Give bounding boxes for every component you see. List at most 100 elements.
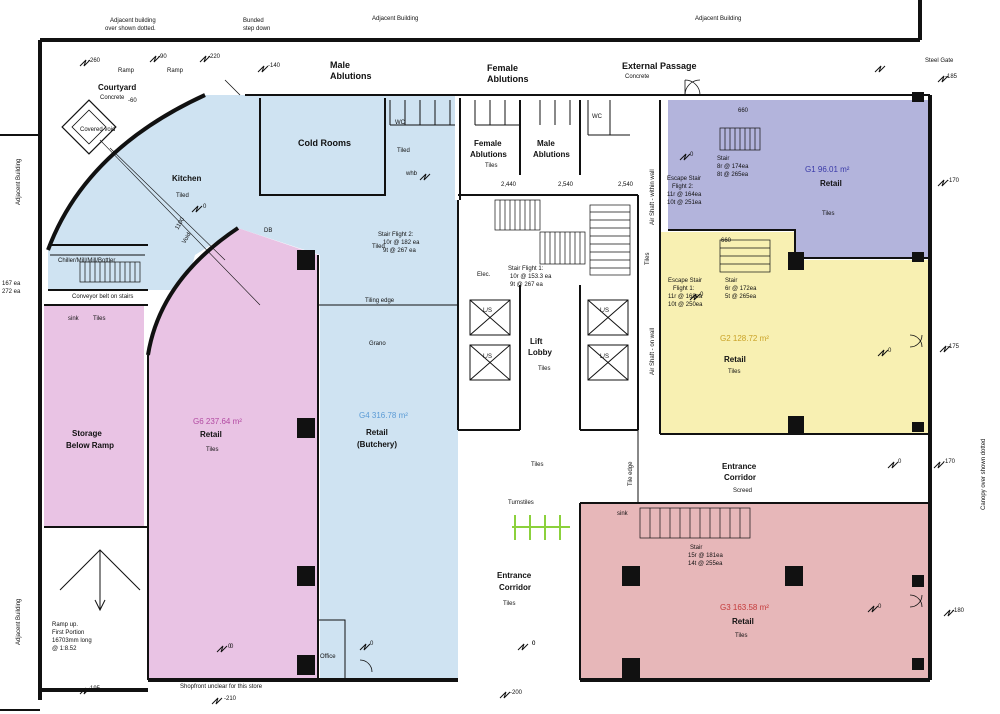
label-steel-gate: Steel Gate — [925, 58, 954, 64]
label-g2-stair-r: 6r @ 172ea — [725, 286, 757, 292]
label-ramp-length: 16703mm long — [52, 638, 92, 644]
zone-retail-g2[interactable] — [660, 232, 928, 434]
level-marker: 0 — [898, 459, 902, 465]
label-tiles-strip: Tiles — [645, 253, 651, 265]
label-lift-2: L/S — [483, 354, 492, 360]
label-elec: Elec. — [477, 272, 491, 278]
label-female-ablutions-2: Ablutions — [470, 150, 507, 159]
label-conveyor-belt: Conveyor belt on stairs — [72, 294, 133, 300]
toilet-cubicles — [389, 100, 630, 136]
level-arrows — [79, 55, 955, 705]
label-external-passage: External Passage — [622, 61, 697, 71]
label-g1-stair: Stair — [717, 156, 729, 162]
label-tiles-sink: Tiles — [93, 316, 105, 322]
label-male-ablutions-top-2: Ablutions — [330, 71, 372, 81]
label-female-ablutions-top: Female — [487, 63, 518, 73]
label-escape-stair-2t: 10t @ 250ea — [668, 302, 703, 308]
label-entrance-corridor-right-2: Corridor — [724, 473, 756, 482]
label-male-ablutions: Male — [537, 139, 555, 148]
label-canopy-over: Canopy over shown dotted — [981, 439, 987, 510]
label-sink-2: sink — [617, 511, 629, 517]
level-markers: -260 -90 -220 -60 -140 -185 -170 -175 -1… — [88, 54, 965, 702]
label-ramp-slope: @ 1:8.52 — [52, 646, 77, 652]
doors — [224, 79, 923, 673]
label-entrance-corridor-right: Entrance — [722, 462, 757, 471]
zone-retail-g1[interactable] — [668, 100, 928, 258]
label-covered-void-note: 1100 — [175, 216, 187, 231]
level-marker: -185 — [945, 74, 958, 80]
label-lift-3: L/S — [600, 308, 609, 314]
level-marker: -170 — [947, 178, 960, 184]
label-kitchen: Kitchen — [172, 174, 201, 183]
label-adjacent-building-top-mid: Adjacent Building — [372, 16, 418, 22]
label-tiled-2: Tiled — [372, 244, 385, 250]
level-marker: -180 — [952, 608, 965, 614]
label-g2-area: G2 128.72 m² — [720, 334, 769, 343]
label-g1-retail: Retail — [820, 179, 842, 188]
label-air-ducts-2: Air Shaft - on wall — [650, 328, 656, 375]
label-first-portion: First Portion — [52, 630, 84, 636]
label-entrance-corridor-mid: Entrance — [497, 571, 532, 580]
label-stair-flight-2-r: 10r @ 182 ea — [383, 240, 420, 246]
label-wc-2: WC — [592, 114, 603, 120]
label-g3-stair: Stair — [690, 545, 702, 551]
label-step-down: step down — [243, 26, 270, 32]
label-g6-tiles: Tiles — [206, 447, 218, 453]
label-office: Office — [320, 654, 336, 660]
level-marker: 0 — [878, 604, 882, 610]
label-g3-retail: Retail — [732, 617, 754, 626]
level-marker: -200 — [510, 690, 523, 696]
label-entrance-corridor-mid-2: Corridor — [499, 583, 531, 592]
label-tiles-lift: Tiles — [538, 366, 550, 372]
label-g2-retail: Retail — [724, 355, 746, 364]
label-g1-tiles: Tiles — [822, 211, 834, 217]
level-marker: -260 — [88, 58, 101, 64]
label-bunded: Bunded — [243, 18, 264, 24]
label-cold-rooms: Cold Rooms — [298, 138, 351, 148]
zone-retail-g3[interactable] — [580, 503, 928, 678]
label-ramp-1: Ramp — [118, 68, 135, 74]
label-g4-butchery: (Butchery) — [357, 440, 397, 449]
level-marker: 0 — [228, 644, 232, 650]
level-marker: 0 — [690, 152, 694, 158]
turnstiles[interactable] — [512, 515, 570, 540]
label-g3-area: G3 163.58 m² — [720, 603, 769, 612]
level-marker: 0 — [532, 641, 536, 647]
label-escape-stair-2: Escape Stair — [668, 278, 702, 284]
level-marker: -175 — [947, 344, 960, 350]
label-screed: Screed — [733, 488, 752, 494]
label-granite: Grano — [369, 341, 386, 347]
label-covered-void: Covered void — [80, 127, 115, 133]
level-marker: 0 — [370, 641, 374, 647]
label-stair-flight-1-t: 9t @ 267 ea — [510, 282, 543, 288]
label-tiles-mid-2: Tiles — [503, 601, 515, 607]
label-concrete-courtyard: Concrete — [100, 95, 125, 101]
label-lift-lobby: Lift — [530, 337, 543, 346]
label-storage: Storage — [72, 429, 102, 438]
label-male-ablutions-top: Male — [330, 60, 350, 70]
label-storage-2: Below Ramp — [66, 441, 114, 450]
zone-retail-g6[interactable] — [148, 228, 318, 678]
label-tiles-ablutions: Tiles — [485, 163, 497, 169]
label-tiling-edge: Tiling edge — [365, 298, 395, 304]
stairs — [79, 127, 771, 539]
label-male-ablutions-2: Ablutions — [533, 150, 570, 159]
label-wc-1: WC — [395, 120, 406, 126]
label-escape-stair-2r: 11r @ 168ea — [668, 294, 703, 300]
zone-kitchen-butchery[interactable] — [48, 95, 458, 680]
label-tiles-mid: Tiles — [531, 462, 543, 468]
label-chiller: Chiller/Mill/Mill/Bottler — [58, 258, 115, 264]
label-g3-tiles: Tiles — [735, 633, 747, 639]
label-escape-stair-1t: 10t @ 251ea — [667, 200, 702, 206]
level-marker: -90 — [158, 54, 167, 60]
label-ss-left-2: 272 ea — [2, 289, 21, 295]
label-ramp-2: Ramp — [167, 68, 184, 74]
level-marker: 0 — [888, 348, 892, 354]
zone-storage[interactable] — [44, 305, 144, 527]
label-g2-stair: Stair — [725, 278, 737, 284]
level-marker: -195 — [88, 686, 101, 692]
label-adjacent-building-top-right: Adjacent Building — [695, 16, 741, 22]
label-g1-stair-r: 8r @ 174ea — [717, 164, 749, 170]
